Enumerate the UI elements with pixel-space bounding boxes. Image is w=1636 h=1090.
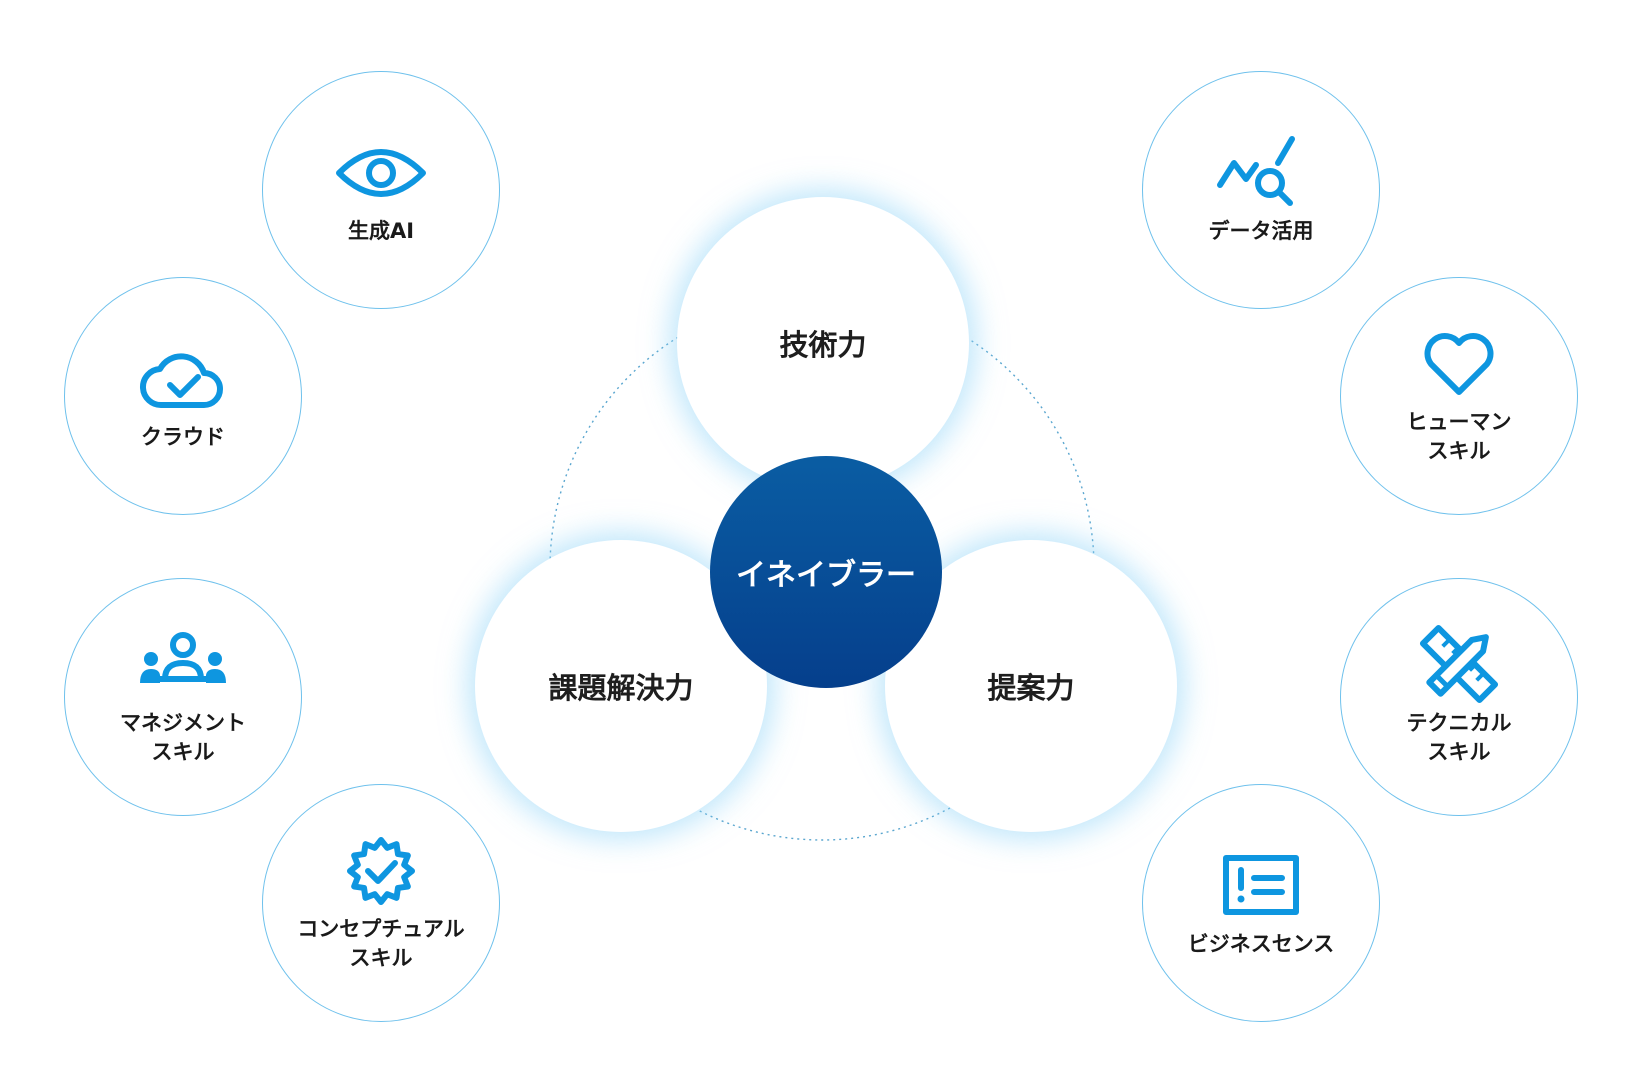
team-icon	[138, 627, 228, 701]
skill-management: マネジメント スキル	[64, 578, 302, 816]
cloud-check-icon	[138, 341, 228, 415]
badge-check-icon	[336, 833, 426, 907]
center-label: イネイブラー	[736, 558, 916, 593]
skill-cloud-label: クラウド	[141, 424, 225, 449]
core-technical-label: 技術力	[779, 328, 867, 362]
list-board-icon	[1216, 848, 1306, 922]
ruler-pencil-icon	[1414, 624, 1504, 704]
chart-search-icon	[1216, 135, 1306, 209]
skill-conceptual: コンセプチュアル スキル	[262, 784, 500, 1022]
skill-generative-ai: 生成AI	[262, 71, 500, 309]
eye-icon	[336, 135, 426, 209]
skill-data-utilization-label: データ活用	[1208, 218, 1314, 243]
center-enabler: イネイブラー	[710, 456, 942, 688]
skill-conceptual-label: コンセプチュアル スキル	[297, 917, 465, 970]
skill-business-sense: ビジネスセンス	[1142, 784, 1380, 1022]
skill-management-label: マネジメント スキル	[120, 711, 246, 764]
skill-generative-ai-label: 生成AI	[347, 218, 415, 243]
skill-human-label: ヒューマン スキル	[1406, 410, 1512, 463]
skill-data-utilization: データ活用	[1142, 71, 1380, 309]
heart-icon	[1414, 326, 1504, 400]
skill-technical-label: テクニカル スキル	[1406, 711, 1512, 764]
core-problem-solving-label: 課題解決力	[548, 671, 694, 705]
skill-human: ヒューマン スキル	[1340, 277, 1578, 515]
core-technical: 技術力	[677, 197, 969, 489]
skill-cloud: クラウド	[64, 277, 302, 515]
skill-business-sense-label: ビジネスセンス	[1187, 931, 1335, 956]
core-problem-solving: 課題解決力	[475, 540, 767, 832]
core-proposal-label: 提案力	[987, 671, 1075, 705]
skill-technical: テクニカル スキル	[1340, 578, 1578, 816]
